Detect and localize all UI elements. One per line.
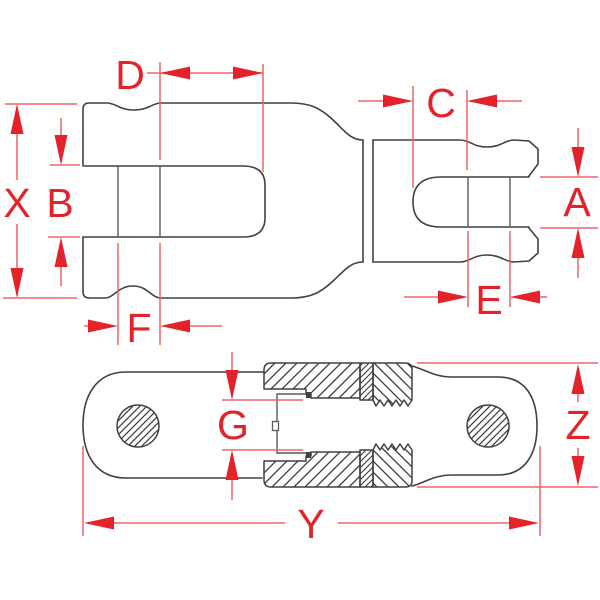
- threaded-block-top: [372, 362, 413, 407]
- dim-C-extension-lines: [412, 86, 468, 188]
- threaded-block-bottom: [372, 443, 413, 488]
- dimension-D: D: [115, 52, 264, 172]
- dim-Z-arrow-top: [571, 364, 585, 394]
- dim-F-arrow-left: [88, 319, 118, 333]
- dim-G-arrow-top: [225, 370, 239, 400]
- dim-D-arrow-right: [233, 66, 263, 80]
- right-eye-hole: [466, 404, 510, 448]
- joint-strip-bottom: [359, 449, 374, 488]
- left-eye-strap-outline: [82, 371, 265, 479]
- left-jaw-top-edge: [82, 102, 364, 166]
- left-jaw-bottom-edge: [82, 236, 364, 299]
- right-jaw-slot: [412, 176, 530, 228]
- left-eye-hole: [116, 404, 160, 448]
- dim-label-A: A: [563, 179, 591, 225]
- dim-Z-extension-lines: [417, 362, 598, 488]
- dim-X-arrow-top: [10, 104, 24, 134]
- dim-F-arrow-right: [160, 319, 190, 333]
- dim-E-extension-lines: [467, 231, 511, 307]
- right-jaw-bottom-edge: [372, 227, 539, 263]
- dim-label-C: C: [426, 80, 456, 126]
- left-jaw-pin-hole-lines: [117, 166, 161, 237]
- dim-label-G: G: [217, 402, 249, 448]
- dim-label-Y: Y: [297, 501, 324, 547]
- dim-B-extension-lines: [48, 164, 80, 238]
- dim-label-B: B: [46, 180, 73, 226]
- dimension-Z: Z: [417, 362, 598, 488]
- spindle-pin-notch: [271, 420, 280, 432]
- dimension-B: B: [46, 118, 80, 286]
- spindle-head: [276, 393, 306, 454]
- dim-E-arrow-right: [510, 290, 540, 304]
- dim-G-extension-lines: [222, 399, 303, 451]
- dim-D-extension-lines: [159, 62, 264, 172]
- dim-C-arrow-right: [467, 94, 497, 108]
- dim-A-arrow-top: [571, 147, 585, 177]
- dim-E-arrow-left: [438, 290, 468, 304]
- joint-strip-top: [359, 362, 374, 401]
- right-jaw-top-edge: [372, 139, 539, 177]
- right-jaw-pin-hole-lines: [467, 177, 511, 227]
- dimension-Y: Y: [82, 446, 541, 547]
- left-jaw-slot: [82, 165, 266, 238]
- dim-B-arrow-top: [54, 135, 68, 165]
- dimension-C: C: [358, 80, 522, 188]
- dim-F-extension-lines: [117, 243, 161, 345]
- dimension-G: G: [217, 352, 303, 500]
- dim-label-F: F: [126, 305, 151, 351]
- dim-label-E: E: [475, 277, 502, 323]
- top-nut-block: [263, 362, 361, 399]
- dim-label-Z: Z: [565, 402, 590, 448]
- dim-D-arrow-left: [160, 66, 190, 80]
- dimension-X: X: [3, 103, 77, 299]
- dim-C-arrow-left: [383, 94, 413, 108]
- dimension-A: A: [540, 128, 598, 278]
- dim-A-extension-lines: [540, 176, 598, 229]
- swivel-joint-lines: [362, 139, 374, 263]
- bottom-nut-block: [263, 451, 361, 488]
- dim-Y-arrow-left: [84, 516, 114, 530]
- dim-G-arrow-bottom: [225, 450, 239, 480]
- dim-Y-extension-lines: [82, 446, 541, 536]
- dim-B-arrow-bottom: [54, 237, 68, 267]
- top-view-plan: [82, 102, 539, 299]
- dim-X-arrow-bottom: [10, 268, 24, 298]
- dim-Z-arrow-bottom: [571, 456, 585, 486]
- dim-label-X: X: [3, 180, 30, 226]
- right-eye-strap-outline: [411, 365, 538, 487]
- bottom-view-section: [82, 362, 538, 488]
- bottom-retainer-notch: [306, 452, 311, 458]
- dim-label-D: D: [115, 52, 145, 98]
- dim-Y-arrow-right: [509, 516, 539, 530]
- dimension-E: E: [404, 231, 547, 323]
- dimension-annotations: D C X B: [3, 52, 598, 547]
- top-retainer-notch: [306, 392, 311, 398]
- dim-A-arrow-bottom: [571, 228, 585, 258]
- dimension-F: F: [84, 243, 222, 351]
